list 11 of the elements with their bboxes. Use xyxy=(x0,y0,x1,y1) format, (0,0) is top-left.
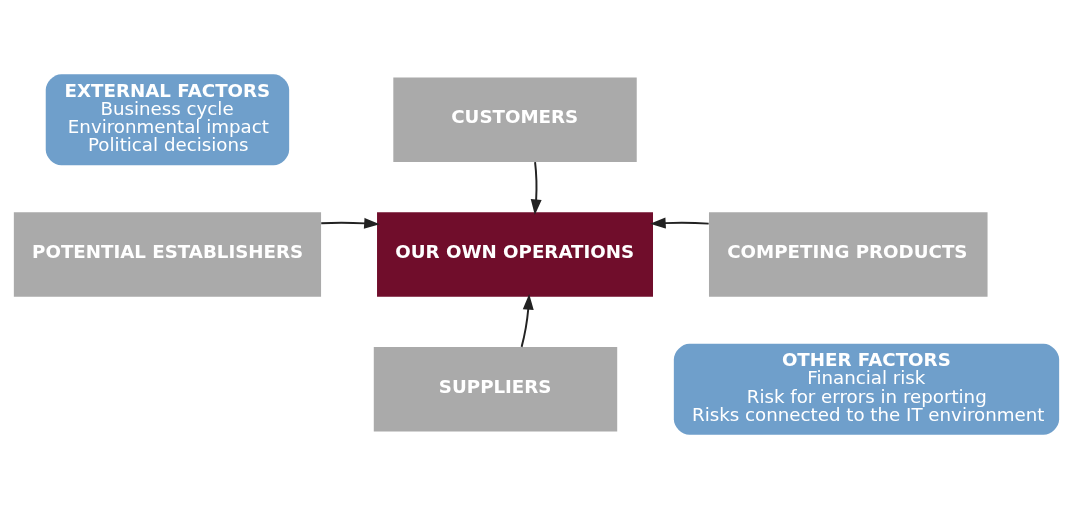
arrow xyxy=(650,217,710,228)
node-box: OUR OWN OPERATIONS xyxy=(377,211,653,297)
arrow xyxy=(530,160,542,215)
node-box: EXTERNAL FACTORS Business cycle Environmental impact Political decisions xyxy=(45,73,290,165)
node-box: OTHER FACTORS Financial risk Risk for errors in reporting Risks connected to the IT environment xyxy=(673,343,1060,435)
node-box: POTENTIAL ESTABLISHERS xyxy=(13,211,322,297)
node-box: COMPETING PRODUCTS xyxy=(709,211,988,297)
arrow xyxy=(520,293,534,348)
node-box: CUSTOMERS xyxy=(393,76,637,162)
node-box: SUPPLIERS xyxy=(373,346,618,432)
arrow xyxy=(320,217,380,229)
